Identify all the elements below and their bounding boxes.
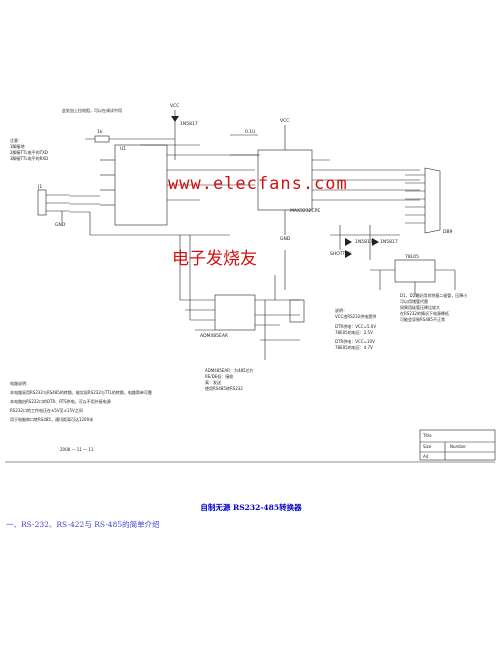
gnd-label-left: GND [55, 222, 66, 228]
svg-text:2008 — 11 — 11: 2008 — 11 — 11 [60, 447, 94, 452]
u3-label: ADM485EAR [200, 333, 228, 339]
svg-text:可能会导致RS485不正常: 可能会导致RS485不正常 [400, 316, 445, 322]
svg-text:2脚接TTL电平的TXD: 2脚接TTL电平的TXD [10, 149, 48, 155]
r1-label: 1k [97, 129, 103, 135]
svg-text:A4: A4 [423, 454, 429, 459]
svg-text:Number: Number [450, 444, 466, 449]
watermark-site: 电子发烧友 [172, 249, 257, 269]
bottom-note: ADM485EAR：为485芯片 RE/DE低：接收 高：发送 使用RS485转… [205, 367, 254, 391]
vcc-label-mid: VCC [280, 118, 289, 124]
svg-text:注意：: 注意： [10, 137, 22, 143]
watermark-url: www.elecfans.com [168, 174, 348, 194]
u2-label: MAX3232CPE [290, 208, 320, 214]
left-note: 注意： 1脚接地 2脚接TTL电平的TXD 3脚接TTL电平的RXD [10, 137, 48, 161]
svg-text:RS232口的工作电压在±5V至±15V之间: RS232口的工作电压在±5V至±15V之间 [10, 407, 83, 413]
c1-label: 0.1U [245, 129, 255, 135]
vcc-label-top: VCC [170, 103, 179, 109]
svg-text:VCC由RS232供电提供: VCC由RS232供电提供 [335, 313, 376, 319]
svg-text:高：发送: 高：发送 [205, 379, 221, 385]
mid-note: 说明： VCC由RS232供电提供 [335, 307, 376, 319]
svg-text:本电路采用RS232与RS485的转换，能实现RS232与T: 本电路采用RS232与RS485的转换，能实现RS232与TTL的转换，电路简单… [10, 389, 152, 395]
svg-text:1脚接地: 1脚接地 [10, 143, 25, 149]
svg-text:说明：: 说明： [335, 307, 347, 313]
j1-label: J1 [37, 184, 42, 190]
svg-text:3脚接TTL电平的RXD: 3脚接TTL电平的RXD [10, 155, 48, 161]
diode1-label: 1N5817 [180, 121, 198, 127]
svg-text:ADM485EAR：为485芯片: ADM485EAR：为485芯片 [205, 367, 254, 373]
svg-text:DTR供电：VCC=5.0V: DTR供电：VCC=5.0V [335, 323, 376, 329]
svg-text:在RS232的情况下电源降低: 在RS232的情况下电源降低 [400, 310, 449, 316]
svg-text:Title: Title [422, 433, 432, 438]
u4-label: 78L05 [405, 254, 419, 260]
page-heading: 自制无源 RS232-485转换器 [200, 503, 302, 512]
svg-text:本电路由RS232口的DTR、RTS供电，可以不用外接电源: 本电路由RS232口的DTR、RTS供电，可以不用外接电源 [10, 398, 111, 404]
svg-text:DTR供电：VCC=10V: DTR供电：VCC=10V [335, 338, 375, 344]
db9-label: DB9 [443, 229, 453, 235]
right-note: D1、D2最好用肖特基二极管，压降小 可以用锗管代替 如果用硅管压降比较大 在R… [400, 292, 467, 322]
gnd-label-mid: GND [280, 236, 291, 242]
circuit-schematic: U1 MAX3232CPE ADM485EAR 78L05 DB9 J1 1N5… [5, 103, 496, 463]
svg-text:如果用硅管压降比较大: 如果用硅管压降比较大 [400, 304, 440, 310]
svg-text:电路说明：: 电路说明： [10, 380, 30, 386]
title-block: Title Size Number A4 [422, 433, 466, 459]
diode4-label: SHOTTKY [330, 251, 351, 257]
svg-text:用于电脑串口转RS485，通讯距离可达1200米: 用于电脑串口转RS485，通讯距离可达1200米 [10, 416, 93, 422]
svg-text:Size: Size [423, 444, 432, 449]
diode2-label: 1N5817 [355, 239, 373, 245]
circuit-notes: 电路说明： 本电路采用RS232与RS485的转换，能实现RS232与TTL的转… [10, 380, 152, 452]
u1-label: U1 [120, 146, 126, 152]
svg-text:使用RS485转RS232: 使用RS485转RS232 [205, 385, 243, 391]
svg-text:RE/DE低：接收: RE/DE低：接收 [205, 373, 233, 379]
svg-text:78E05的电压：2.5V: 78E05的电压：2.5V [335, 329, 373, 335]
section-subheading: 一、RS-232、RS-422与 RS-485的简单介绍 [6, 520, 160, 529]
diode3-label: 1N5817 [380, 239, 398, 245]
svg-text:可以用锗管代替: 可以用锗管代替 [400, 298, 428, 304]
top-note: 此处加上拉电阻，可以在调试中用 [62, 107, 122, 113]
svg-text:78E05的电压：4.7V: 78E05的电压：4.7V [335, 344, 373, 350]
svg-text:D1、D2最好用肖特基二极管，压降小: D1、D2最好用肖特基二极管，压降小 [400, 292, 467, 298]
power-note: DTR供电：VCC=5.0V 78E05的电压：2.5V DTR供电：VCC=1… [335, 323, 376, 350]
